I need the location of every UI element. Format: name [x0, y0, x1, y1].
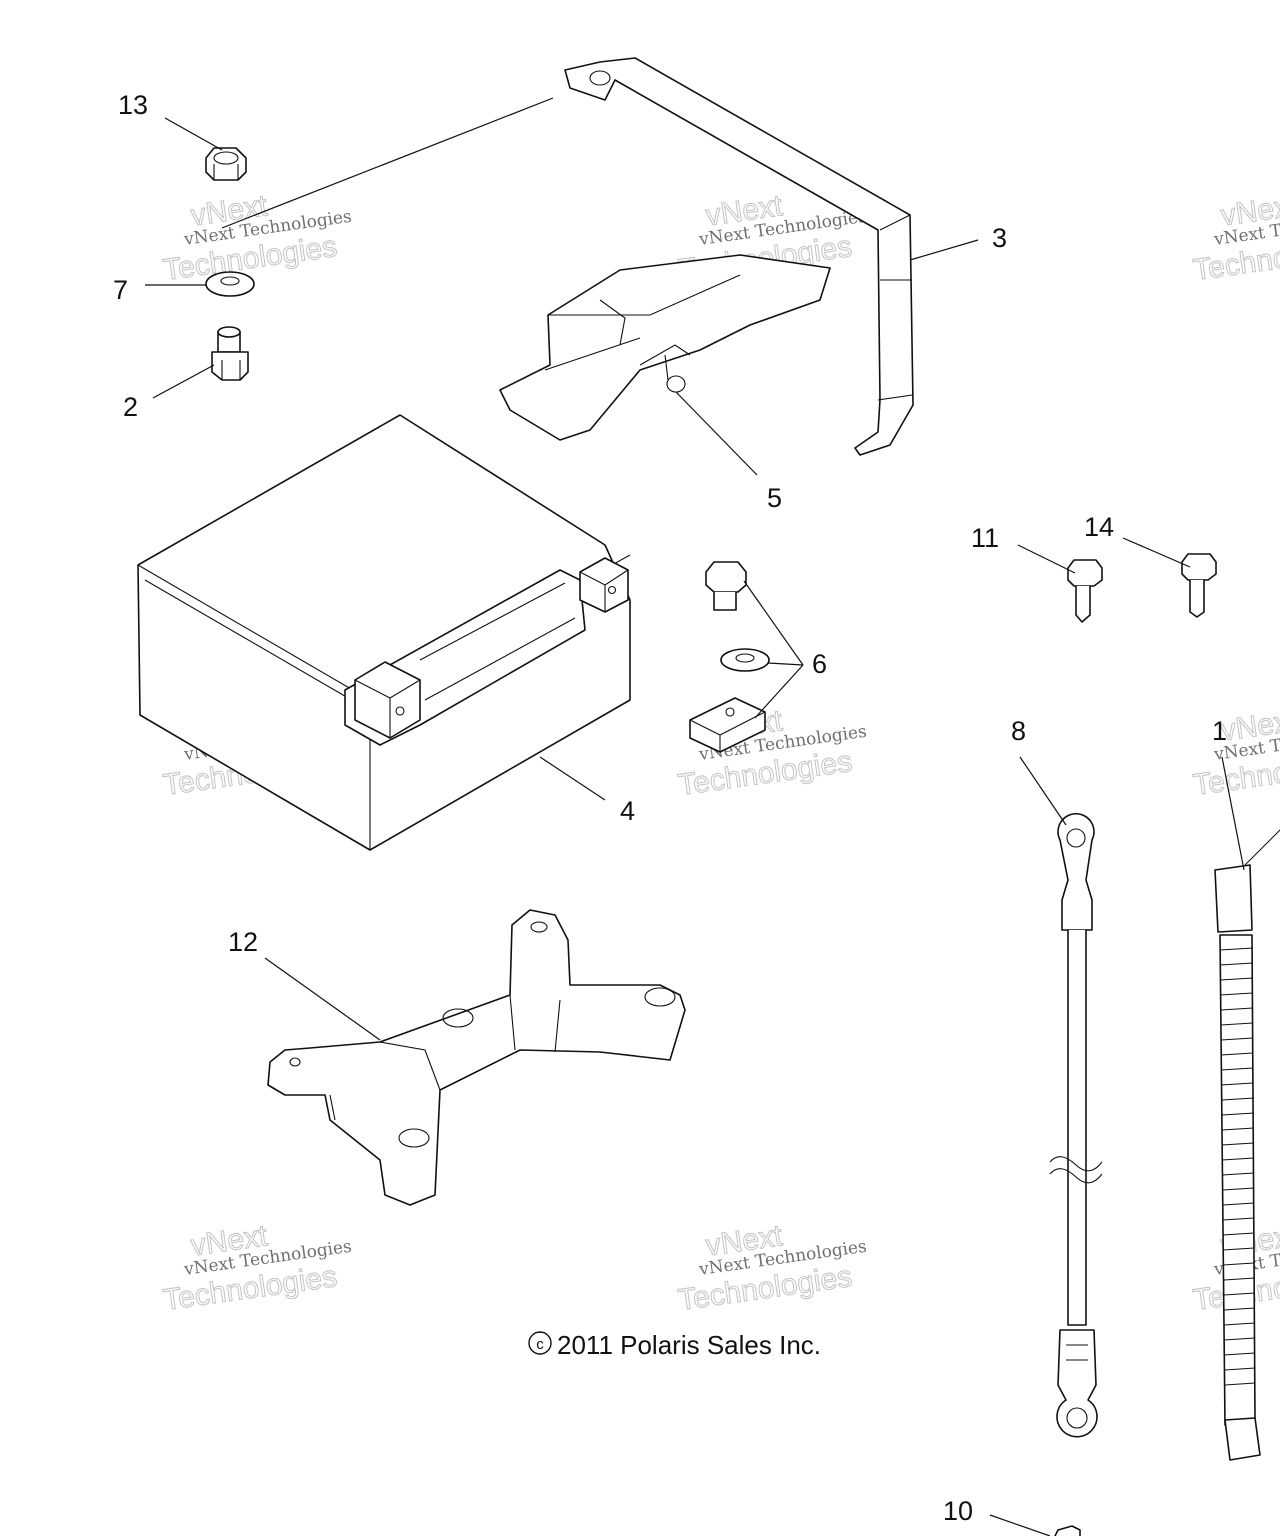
watermark-7: vNext vNext Technologies Technologies — [161, 1219, 353, 1318]
watermark-5: vNext vNext Technologies Technologies — [676, 704, 868, 803]
part-battery — [137, 414, 631, 851]
part-10 — [1054, 1525, 1081, 1536]
callout-14: 14 — [1084, 512, 1114, 542]
watermark-3: vNext vNext Technologies Technologies — [1191, 189, 1280, 288]
watermark-1: vNext vNext Technologies Technologies — [161, 189, 353, 288]
callout-12: 12 — [228, 927, 258, 957]
copyright-symbol: c — [536, 1336, 544, 1353]
callout-13: 13 — [118, 90, 148, 120]
callout-labels: 13 7 2 3 5 6 4 11 14 8 1 12 10 — [113, 90, 1227, 1526]
part-screw-11 — [1067, 559, 1103, 623]
part-bolt — [211, 326, 249, 381]
part-hold-down-pad — [499, 254, 831, 441]
copyright-text: 2011 Polaris Sales Inc. — [557, 1330, 821, 1360]
part-bracket — [564, 57, 914, 456]
part-positive-cable — [1214, 829, 1280, 1461]
part-ground-cable — [1049, 813, 1103, 1438]
callout-5: 5 — [767, 483, 782, 513]
part-screw-14 — [1181, 553, 1217, 618]
callout-8: 8 — [1011, 716, 1026, 746]
watermark-6: vNext vNext Technologies Technologies — [1191, 704, 1280, 803]
callout-6: 6 — [812, 649, 827, 679]
leader-lines — [145, 97, 1245, 1536]
part-mounting-plate — [267, 909, 686, 1206]
callout-11: 11 — [971, 523, 999, 553]
callout-10: 10 — [943, 1496, 973, 1526]
part-washer — [205, 271, 255, 297]
callout-7: 7 — [113, 275, 128, 305]
part-nut — [205, 147, 247, 181]
callout-2: 2 — [123, 392, 138, 422]
copyright-symbol-ring — [528, 1331, 552, 1355]
callout-3: 3 — [992, 223, 1007, 253]
watermark-8: vNext vNext Technologies Technologies — [676, 1219, 868, 1318]
callout-1: 1 — [1212, 716, 1227, 746]
part-terminal-hardware — [689, 561, 770, 753]
copyright-notice: c 2011 Polaris Sales Inc. — [528, 1330, 821, 1360]
callout-4: 4 — [620, 796, 635, 826]
